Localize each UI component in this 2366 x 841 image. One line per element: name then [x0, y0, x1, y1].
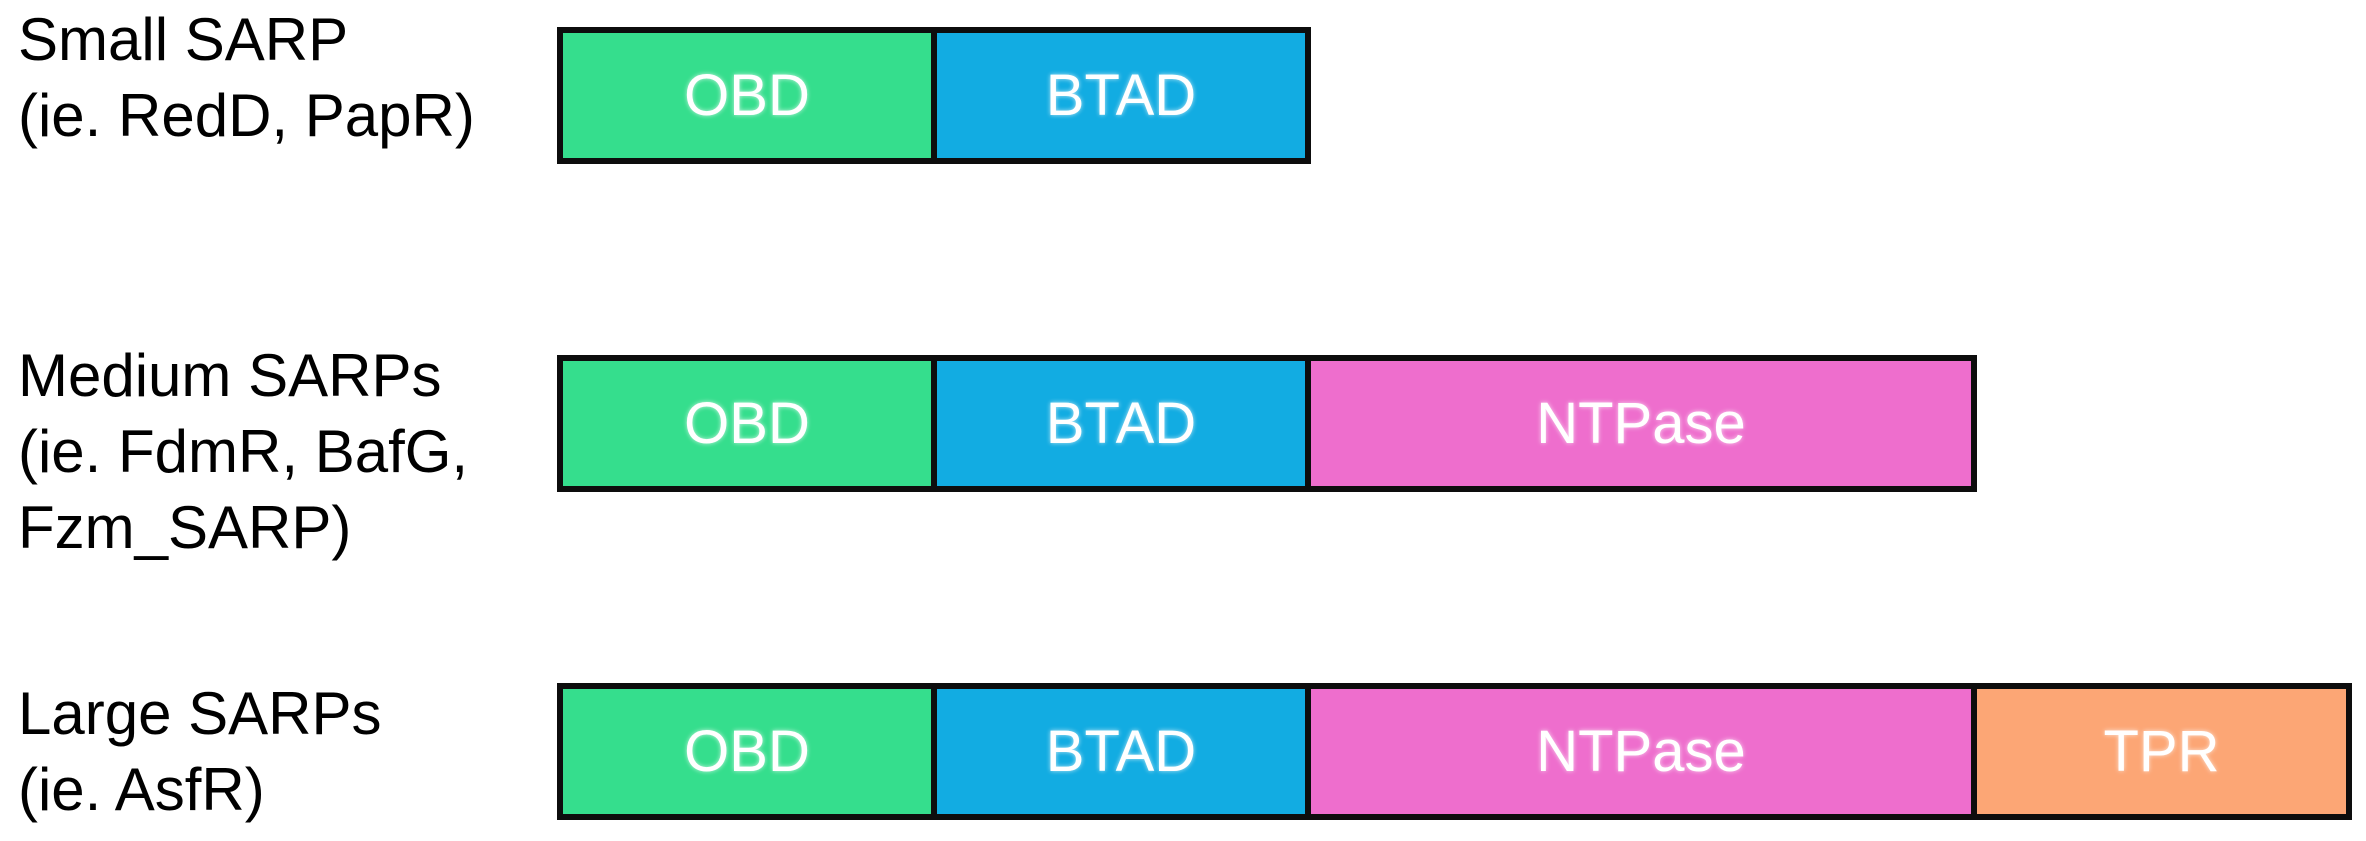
domain-box-tpr: TPR	[1971, 689, 2346, 814]
domain-box-obd: OBD	[563, 689, 931, 814]
domain-label-btad: BTAD	[1045, 63, 1197, 128]
row-label-medium-sarps: Medium SARPs (ie. FdmR, BafG, Fzm_SARP)	[18, 338, 468, 566]
domain-box-ntpase: NTPase	[1305, 689, 1971, 814]
domain-box-obd: OBD	[563, 361, 931, 486]
domain-box-btad: BTAD	[931, 33, 1305, 158]
domain-bar-large-sarps: OBD BTAD NTPase TPR	[557, 683, 2352, 820]
domain-label-ntpase: NTPase	[1536, 391, 1746, 456]
row-title: Small SARP	[18, 6, 349, 73]
domain-label-obd: OBD	[684, 391, 810, 456]
domain-label-btad: BTAD	[1045, 719, 1197, 784]
row-examples: (ie. AsfR)	[18, 756, 265, 823]
row-examples: (ie. RedD, PapR)	[18, 82, 475, 149]
row-examples: (ie. FdmR, BafG,	[18, 418, 469, 485]
domain-box-btad: BTAD	[931, 361, 1305, 486]
row-title: Medium SARPs	[18, 342, 442, 409]
row-label-large-sarps: Large SARPs (ie. AsfR)	[18, 676, 382, 828]
domain-box-btad: BTAD	[931, 689, 1305, 814]
row-title: Large SARPs	[18, 680, 382, 747]
domain-label-obd: OBD	[684, 719, 810, 784]
row-examples: Fzm_SARP)	[18, 494, 352, 561]
domain-bar-medium-sarps: OBD BTAD NTPase	[557, 355, 1977, 492]
domain-label-obd: OBD	[684, 63, 810, 128]
domain-box-obd: OBD	[563, 33, 931, 158]
domain-label-tpr: TPR	[2103, 719, 2220, 784]
domain-box-ntpase: NTPase	[1305, 361, 1971, 486]
domain-label-btad: BTAD	[1045, 391, 1197, 456]
domain-label-ntpase: NTPase	[1536, 719, 1746, 784]
domain-bar-small-sarp: OBD BTAD	[557, 27, 1311, 164]
row-label-small-sarp: Small SARP (ie. RedD, PapR)	[18, 2, 475, 154]
